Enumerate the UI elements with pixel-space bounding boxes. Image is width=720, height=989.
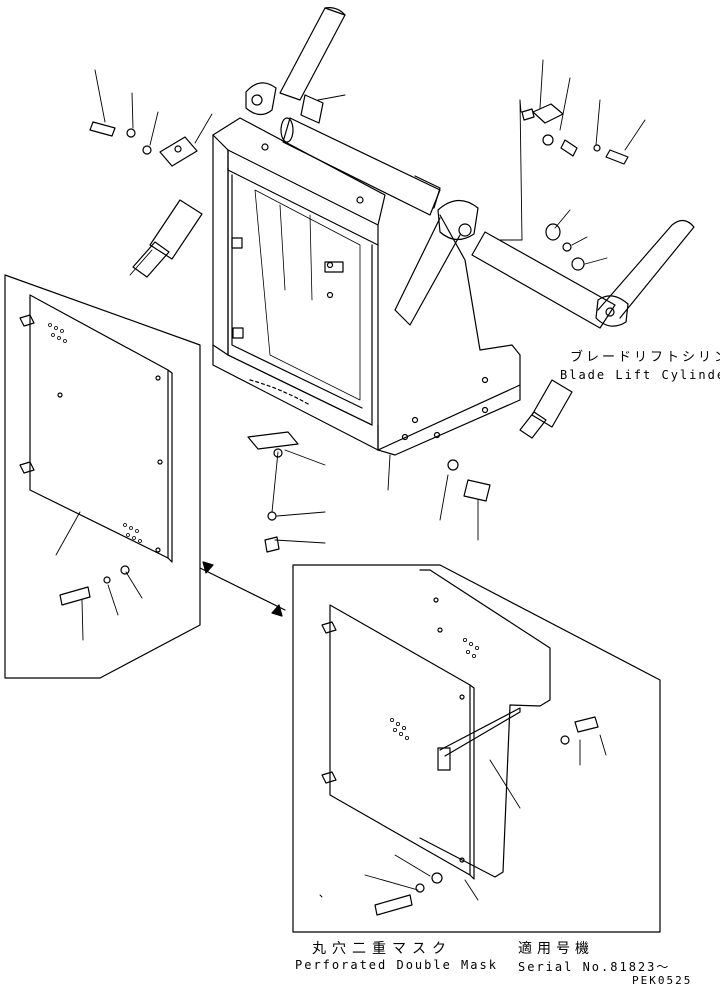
main-frame: [212, 117, 521, 456]
left-hardware: [89, 121, 198, 167]
left-inset: [4, 274, 201, 679]
serial-label-en: Serial No.81823〜: [518, 960, 671, 974]
blade-lift-cylinder-label-jp: ブレードリフトシリンダ: [570, 350, 720, 365]
interchange-arrow: [199, 561, 286, 617]
leader-lines: [55, 59, 646, 901]
blade-lift-cylinder-label-en: Blade Lift Cylinder: [560, 368, 720, 382]
hose-fitting-left: [132, 199, 203, 278]
hose-fitting-right: [519, 379, 573, 439]
perforation-holes-left: [48, 323, 142, 543]
perforation-holes-right: [389, 638, 479, 741]
left-cylinder-rod: [245, 7, 346, 116]
serial-label-jp: 適用号機: [518, 941, 594, 957]
right-inset: [292, 564, 661, 933]
top-cross-tube: [280, 94, 441, 216]
inset-title-jp: 丸穴二重マスク: [312, 941, 452, 957]
right-hardware: [521, 103, 629, 271]
drawing-code: PEK0525: [632, 974, 693, 987]
right-cylinder: [394, 199, 695, 329]
inset-title-en: Perforated Double Mask: [295, 958, 498, 972]
bottom-hardware: [247, 431, 491, 553]
